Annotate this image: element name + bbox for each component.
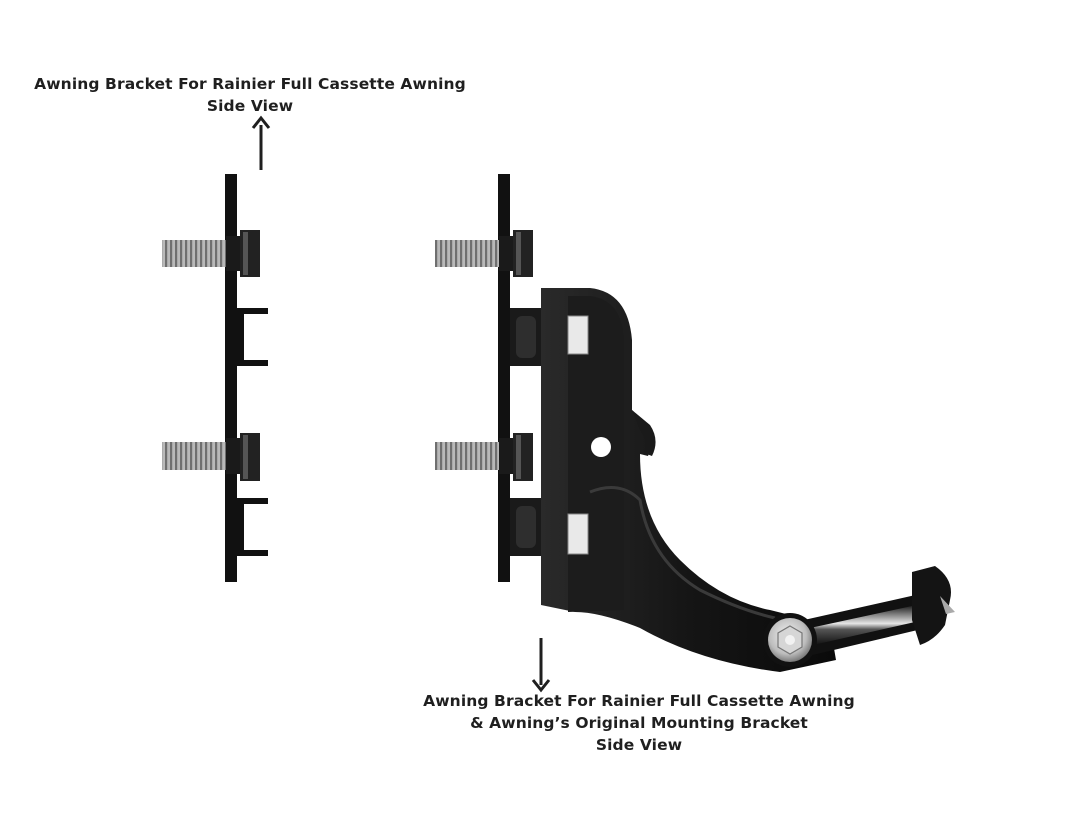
- awning-rod: [795, 566, 955, 658]
- bolt-icon: [162, 433, 260, 481]
- bolt-icon: [435, 433, 533, 481]
- bottom-caption-line2: & Awning’s Original Mounting Bracket: [470, 714, 808, 732]
- up-arrow-icon: [251, 115, 271, 170]
- bottom-caption-line1: Awning Bracket For Rainier Full Cassette…: [423, 692, 855, 710]
- top-caption-line2: Side View: [206, 97, 294, 115]
- top-caption-line1: Awning Bracket For Rainier Full Cassette…: [34, 75, 466, 93]
- down-arrow-icon: [531, 638, 551, 693]
- bolt-icon: [162, 230, 260, 277]
- bracket-side-view-right: [435, 174, 955, 672]
- bracket-side-view-left: [162, 174, 268, 582]
- bottom-caption-line3: Side View: [595, 736, 683, 754]
- awning-mounting-bracket: [541, 288, 836, 672]
- bottom-caption: Awning Bracket For Rainier Full Cassette…: [389, 690, 889, 756]
- bolt-icon: [435, 230, 533, 277]
- top-caption: Awning Bracket For Rainier Full Cassette…: [20, 73, 480, 117]
- pivot-nut-icon: [763, 613, 817, 667]
